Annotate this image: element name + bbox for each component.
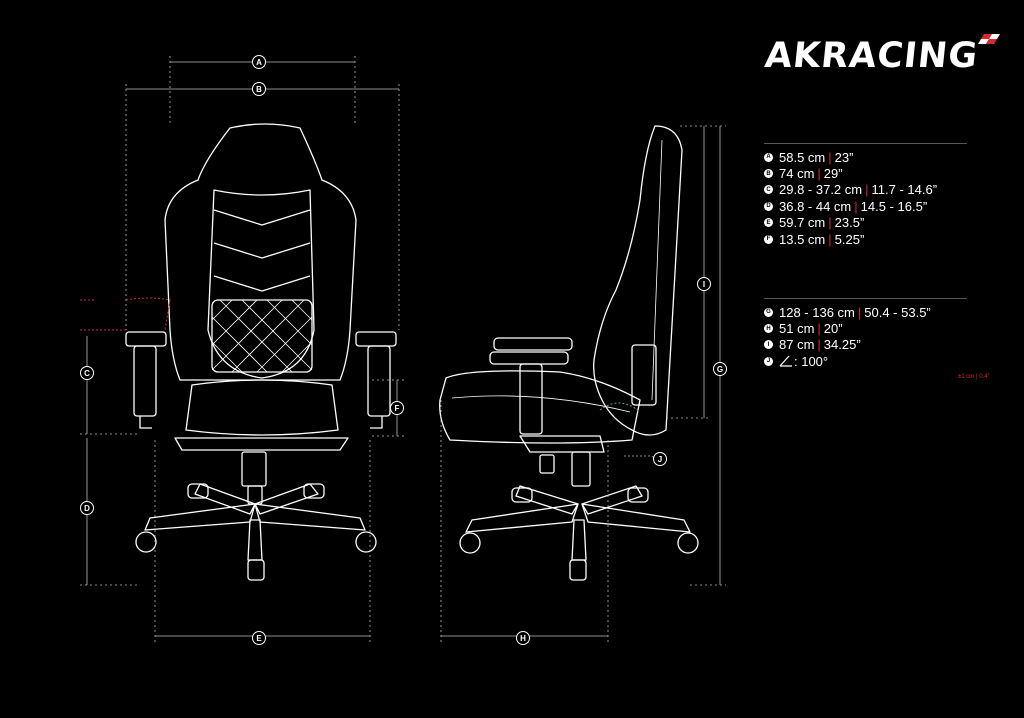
brand-logo: AKRACING bbox=[762, 36, 981, 76]
spec-key-badge: B bbox=[764, 169, 773, 179]
spec-separator: | bbox=[817, 166, 821, 182]
dimension-label-a: A bbox=[252, 55, 266, 69]
spec-key-badge: J bbox=[764, 356, 773, 366]
spec-row-b: B 74 cm|29” bbox=[764, 165, 937, 181]
dimension-label-text: J bbox=[658, 455, 662, 464]
spec-metric-value: 128 - 136 cm bbox=[779, 304, 855, 320]
dimension-label-e: E bbox=[252, 631, 266, 645]
spec-imperial-value: 11.7 - 14.6” bbox=[871, 182, 938, 198]
spec-metric-value: 74 cm bbox=[779, 166, 815, 182]
spec-metric-value: 13.5 cm bbox=[779, 231, 826, 247]
dimension-label-i: I bbox=[697, 277, 711, 291]
spec-row-a: A 58.5 cm|23” bbox=[764, 149, 937, 165]
spec-key-badge: F bbox=[764, 234, 773, 244]
dimension-label-c: C bbox=[80, 366, 94, 380]
dimension-label-text: A bbox=[256, 58, 262, 67]
brand-flag-icon bbox=[978, 34, 1000, 44]
dimension-label-b: B bbox=[252, 82, 266, 96]
spec-imperial-value: 14.5 - 16.5” bbox=[860, 198, 928, 214]
spec-imperial-value: 20” bbox=[823, 321, 843, 337]
spec-imperial-value: 23.5” bbox=[834, 215, 865, 231]
spec-separator: | bbox=[817, 321, 821, 337]
spec-divider-middle bbox=[764, 298, 967, 299]
spec-row-e: E 59.7 cm|23.5” bbox=[764, 215, 937, 231]
spec-row-g: G 128 - 136 cm|50.4 - 53.5” bbox=[764, 304, 931, 320]
dimension-lines bbox=[80, 56, 726, 642]
tolerance-note: ±1 cm | 0.4” bbox=[958, 374, 990, 380]
spec-key-badge: H bbox=[764, 324, 773, 334]
spec-metric-value: 36.8 - 44 cm bbox=[779, 198, 852, 214]
spec-imperial-value: 5.25” bbox=[834, 231, 865, 247]
dimension-label-g: G bbox=[713, 362, 727, 376]
spec-metric-value: 59.7 cm bbox=[779, 215, 826, 231]
spec-metric-value: 58.5 cm bbox=[779, 149, 826, 165]
spec-row-f: F 13.5 cm|5.25” bbox=[764, 231, 937, 247]
dimension-label-text: D bbox=[84, 504, 90, 513]
dimension-label-text: E bbox=[256, 634, 262, 643]
spec-separator: | bbox=[857, 304, 862, 320]
spec-key-badge: I bbox=[764, 340, 773, 350]
dimension-label-text: C bbox=[84, 369, 90, 378]
spec-separator: | bbox=[865, 182, 869, 198]
spec-separator: | bbox=[828, 149, 832, 165]
spec-row-h: H 51 cm|20” bbox=[764, 320, 931, 336]
spec-separator: | bbox=[854, 198, 858, 214]
dimension-label-text: B bbox=[256, 85, 262, 94]
dimension-label-d: D bbox=[80, 501, 94, 515]
spec-separator: | bbox=[828, 215, 832, 231]
spec-key-badge: E bbox=[764, 218, 773, 228]
dimension-label-text: H bbox=[520, 634, 526, 643]
spec-row-d: D 36.8 - 44 cm|14.5 - 16.5” bbox=[764, 198, 937, 214]
spec-metric-value: 51 cm bbox=[779, 321, 815, 337]
spec-key-badge: C bbox=[764, 185, 773, 195]
spec-separator: | bbox=[828, 231, 832, 247]
dimension-labels: A B C D E F G H I J bbox=[80, 55, 727, 645]
spec-imperial-value: 23” bbox=[834, 149, 854, 165]
dimension-label-text: F bbox=[395, 404, 400, 413]
spec-divider-top bbox=[764, 143, 967, 144]
dimension-label-h: H bbox=[516, 631, 530, 645]
spec-key-badge: D bbox=[764, 201, 773, 211]
spec-angle-value: : 100° bbox=[794, 353, 829, 369]
dimension-label-text: G bbox=[717, 365, 723, 374]
dimension-label-f: F bbox=[390, 401, 404, 415]
angle-icon bbox=[779, 355, 792, 367]
spec-row-angle: J : 100° bbox=[764, 353, 931, 369]
spec-row-i: I 87 cm|34.25” bbox=[764, 337, 931, 353]
dimension-label-j: J bbox=[653, 452, 667, 466]
recline-angle-arc bbox=[599, 402, 641, 413]
spec-separator: | bbox=[817, 337, 821, 353]
side-view-chair bbox=[439, 125, 699, 581]
spec-metric-value: 29.8 - 37.2 cm bbox=[779, 182, 863, 198]
front-view-chair bbox=[125, 123, 397, 581]
spec-imperial-value: 34.25” bbox=[823, 337, 861, 353]
spec-key-badge: G bbox=[764, 307, 773, 317]
armrest-height-guides bbox=[80, 297, 171, 331]
spec-imperial-value: 29” bbox=[823, 166, 843, 182]
dimension-label-text: I bbox=[703, 280, 705, 289]
spec-row-c: C 29.8 - 37.2 cm|11.7 - 14.6” bbox=[764, 182, 937, 198]
spec-metric-value: 87 cm bbox=[779, 337, 815, 353]
spec-key-badge: A bbox=[764, 152, 773, 162]
spec-imperial-value: 50.4 - 53.5” bbox=[864, 304, 931, 320]
